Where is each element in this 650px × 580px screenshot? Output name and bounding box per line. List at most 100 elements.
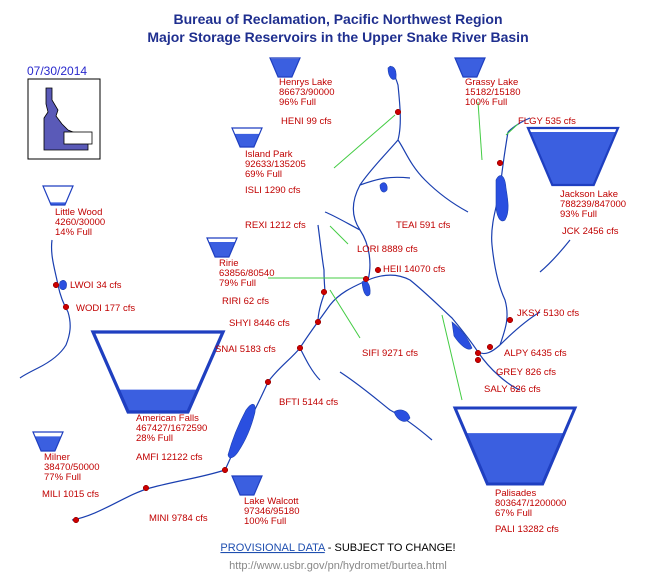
- leader-lines: [268, 101, 519, 401]
- station-label-shyi: SHYI 8446 cfs: [229, 318, 290, 329]
- station-labels: HENI 99 cfs FLGY 535 cfs ISLI 1290 cfs J…: [42, 116, 619, 535]
- station-dot-lwoi[interactable]: [52, 281, 60, 289]
- station-dot-amfi[interactable]: [221, 466, 229, 474]
- station-dot-saly[interactable]: [474, 356, 482, 364]
- station-dot-jksy[interactable]: [506, 316, 514, 324]
- station-label-rexi: REXI 1212 cfs: [245, 220, 306, 231]
- station-dot-bfti[interactable]: [264, 378, 272, 386]
- reservoir-full-american-falls: 28% Full: [136, 433, 173, 444]
- little-wood-lake-shape: [59, 280, 67, 290]
- reservoir-storage-american-falls: 467427/1672590: [136, 423, 207, 434]
- provisional-data-link[interactable]: PROVISIONAL DATA: [220, 542, 326, 554]
- reservoir-fill-little-wood: [49, 202, 67, 205]
- station-label-lwoi: LWOI 34 cfs: [70, 280, 122, 291]
- footer-notice: PROVISIONAL DATA - SUBJECT TO CHANGE!: [220, 542, 455, 554]
- reservoir-name-jackson-lake: Jackson Lake: [560, 189, 618, 200]
- reservoir-outline-little-wood: [42, 185, 74, 206]
- station-label-isli: ISLI 1290 cfs: [245, 185, 301, 196]
- station-label-teai: TEAI 591 cfs: [396, 220, 451, 231]
- reservoir-name-palisades: Palisades: [495, 488, 536, 499]
- reservoir-outline-milner: [32, 431, 64, 452]
- station-dot-wodi[interactable]: [62, 303, 70, 311]
- station-label-bfti: BFTI 5144 cfs: [279, 397, 338, 408]
- reservoir-name-lake-walcott: Lake Walcott: [244, 496, 299, 507]
- station-label-heii: HEII 14070 cfs: [383, 264, 446, 275]
- palisades-lake-shape: [451, 321, 473, 350]
- reservoir-fill-jackson-lake: [529, 131, 617, 185]
- reservoir-name-little-wood: Little Wood: [55, 207, 102, 218]
- page-title-line1: Bureau of Reclamation, Pacific Northwest…: [173, 11, 502, 27]
- reservoir-full-little-wood: 14% Full: [55, 227, 92, 238]
- basin-location-box: [63, 131, 93, 145]
- reservoir-fill-american-falls: [118, 389, 198, 412]
- reservoir-full-ririe: 79% Full: [219, 278, 256, 289]
- reservoir-name-american-falls: American Falls: [136, 413, 199, 424]
- ririe-lake-shape: [393, 409, 411, 422]
- station-label-mini: MINI 9784 cfs: [149, 513, 208, 524]
- station-dot-lori[interactable]: [362, 275, 370, 283]
- reservoir-storage-lake-walcott: 97346/95180: [244, 506, 299, 517]
- station-dot-mili[interactable]: [142, 484, 150, 492]
- reservoir-name-milner: Milner: [44, 452, 70, 463]
- reservoir-name-henrys-lake: Henrys Lake: [279, 77, 332, 88]
- reservoir-name-grassy-lake: Grassy Lake: [465, 77, 518, 88]
- station-label-sifi: SIFI 9271 cfs: [362, 348, 418, 359]
- station-dot-grey[interactable]: [474, 349, 482, 357]
- reservoir-fill-henrys-lake: [270, 58, 300, 77]
- reservoir-fill-grassy-lake: [455, 58, 485, 77]
- reservoir-storage-palisades: 803647/1200000: [495, 498, 566, 509]
- station-dot-riri[interactable]: [320, 288, 328, 296]
- reservoir-outline-island-park: [231, 127, 263, 148]
- station-dot-snai[interactable]: [296, 344, 304, 352]
- report-date: 07/30/2014: [27, 64, 87, 78]
- reservoir-fill-island-park: [234, 133, 260, 147]
- station-dot-flgy[interactable]: [496, 159, 504, 167]
- reservoir-fill-lake-walcott: [232, 476, 262, 495]
- reservoir-full-henrys-lake: 96% Full: [279, 97, 316, 108]
- station-label-mili: MILI 1015 cfs: [42, 489, 99, 500]
- reservoir-fill-palisades: [465, 433, 565, 484]
- reservoir-full-milner: 77% Full: [44, 472, 81, 483]
- station-dot-shyi[interactable]: [314, 318, 322, 326]
- reservoir-storage-grassy-lake: 15182/15180: [465, 87, 520, 98]
- reservoir-storage-ririe: 63856/80540: [219, 268, 274, 279]
- reservoir-full-palisades: 67% Full: [495, 508, 532, 519]
- station-label-jck: JCK 2456 cfs: [562, 226, 619, 237]
- station-dot-heni[interactable]: [394, 108, 402, 116]
- station-label-snai: SNAI 5183 cfs: [215, 344, 276, 355]
- reservoir-fill-milner: [34, 436, 62, 451]
- station-dot-heii[interactable]: [374, 266, 382, 274]
- reservoir-fill-ririe: [208, 241, 236, 257]
- station-label-flgy: FLGY 535 cfs: [518, 116, 576, 127]
- grassy-lake-shape: [379, 182, 388, 193]
- reservoir-storage-jackson-lake: 788239/847000: [560, 199, 626, 210]
- reservoir-full-lake-walcott: 100% Full: [244, 516, 286, 527]
- reservoir-full-island-park: 69% Full: [245, 169, 282, 180]
- station-label-alpy: ALPY 6435 cfs: [504, 348, 567, 359]
- station-label-wodi: WODI 177 cfs: [76, 303, 135, 314]
- reservoir-storage-little-wood: 4260/30000: [55, 217, 105, 228]
- station-label-riri: RIRI 62 cfs: [222, 296, 269, 307]
- jackson-lake-shape: [495, 175, 509, 222]
- reservoir-storage-milner: 38470/50000: [44, 462, 99, 473]
- reservoir-storage-island-park: 92633/135205: [245, 159, 306, 170]
- station-label-saly: SALY 626 cfs: [484, 384, 541, 395]
- reservoir-outline-palisades: [452, 406, 578, 486]
- gauge-stations: [52, 108, 514, 524]
- station-dot-alpy[interactable]: [486, 343, 494, 351]
- station-label-jksy: JKSY 5130 cfs: [517, 308, 579, 319]
- reservoir-outline-henrys-lake: [269, 57, 301, 78]
- station-dot-mini[interactable]: [72, 516, 80, 524]
- reservoir-name-island-park: Island Park: [245, 149, 293, 160]
